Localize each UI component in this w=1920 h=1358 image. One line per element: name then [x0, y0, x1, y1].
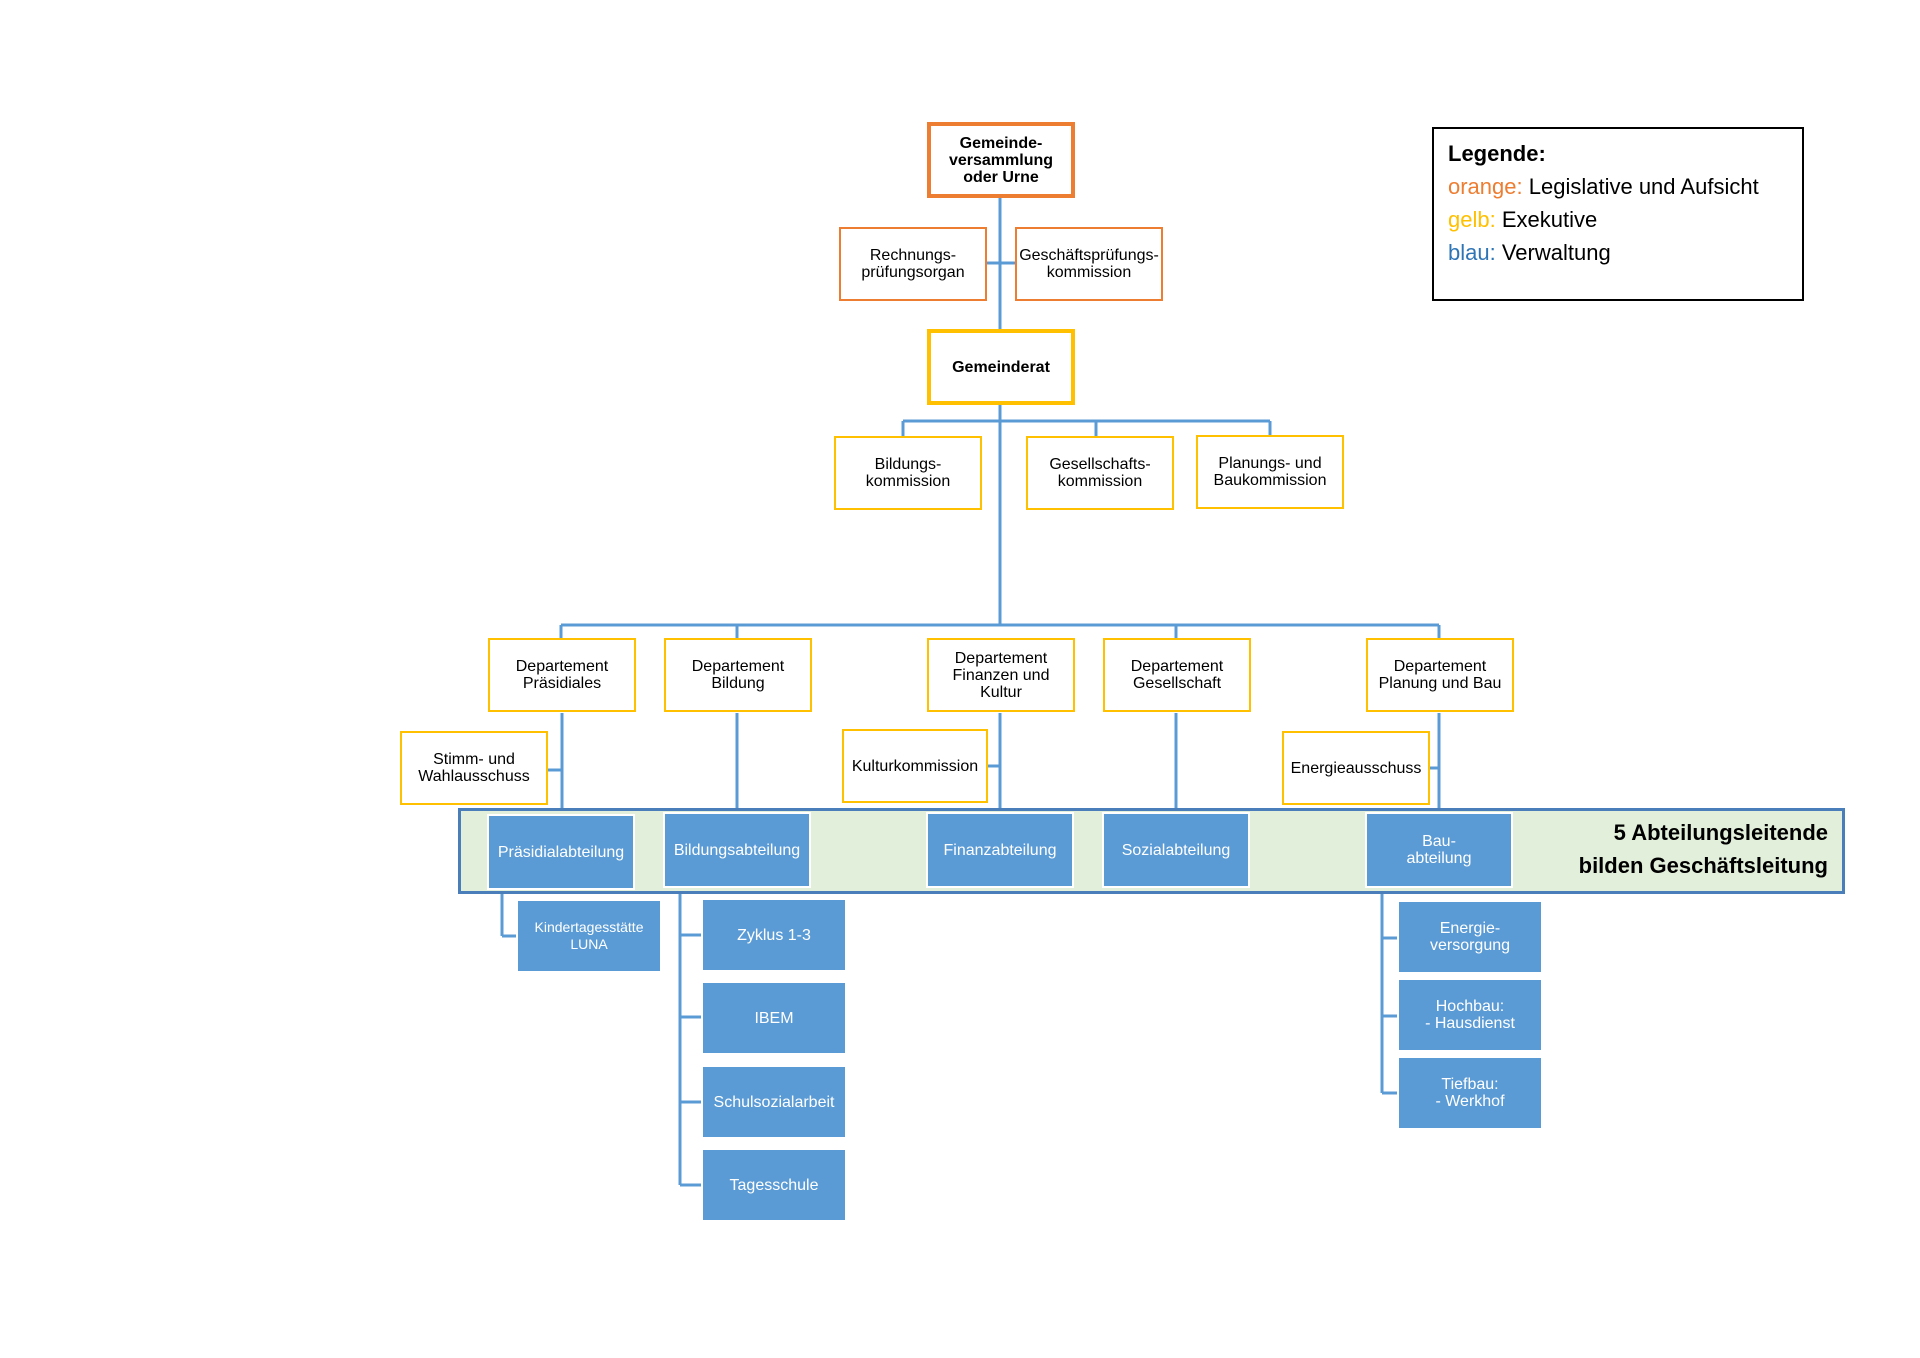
legend-text-yellow: Exekutive: [1501, 207, 1598, 232]
departement-finanzen-und-kultur-box: Departement Finanzen und Kultur: [927, 638, 1075, 712]
sozialabteilung-box: Sozialabteilung: [1102, 812, 1250, 888]
legend-item-yellow: gelb: Exekutive: [1448, 203, 1788, 236]
ibem-box: IBEM: [701, 981, 847, 1055]
bildungskommission-box: Bildungs- kommission: [834, 436, 982, 510]
energieausschuss-box: Energieausschuss: [1282, 731, 1430, 805]
legend-text-orange: Legislative und Aufsicht: [1528, 174, 1759, 199]
departement-bildung-box: Departement Bildung: [664, 638, 812, 712]
zyklus-box: Zyklus 1-3: [701, 898, 847, 972]
legend-item-orange: orange: Legislative und Aufsicht: [1448, 170, 1788, 203]
tagesschule-box: Tagesschule: [701, 1148, 847, 1222]
rechnungspruefungsorgan-box: Rechnungs- prüfungsorgan: [839, 227, 987, 301]
stimm-und-wahlausschuss-box: Stimm- und Wahlausschuss: [400, 731, 548, 805]
tiefbau-box: Tiefbau: - Werkhof: [1397, 1056, 1543, 1130]
schulsozialarbeit-box: Schulsozialarbeit: [701, 1065, 847, 1139]
geschaeftsleitung-label: 5 Abteilungsleitende bilden Geschäftslei…: [1578, 820, 1828, 878]
geschaeftspruefungskommission-box: Geschäftsprüfungs- kommission: [1015, 227, 1163, 301]
planungs-und-baukommission-box: Planungs- und Baukommission: [1196, 435, 1344, 509]
gemeindeversammlung-box: Gemeinde- versammlung oder Urne: [927, 122, 1075, 198]
departement-gesellschaft-box: Departement Gesellschaft: [1103, 638, 1251, 712]
legend: Legende: orange: Legislative und Aufsich…: [1432, 127, 1804, 301]
legend-key-blue: blau:: [1448, 240, 1496, 265]
departement-planung-und-bau-box: Departement Planung und Bau: [1366, 638, 1514, 712]
legend-title: Legende:: [1448, 141, 1546, 166]
gesellschaftskommission-box: Gesellschafts- kommission: [1026, 436, 1174, 510]
bildungsabteilung-box: Bildungsabteilung: [663, 812, 811, 888]
legend-text-blue: Verwaltung: [1501, 240, 1611, 265]
kulturkommission-box: Kulturkommission: [842, 729, 988, 803]
legend-key-orange: orange:: [1448, 174, 1523, 199]
departement-praesidiales-box: Departement Präsidiales: [488, 638, 636, 712]
kindertagesstaette-luna-box: Kindertagesstätte LUNA: [516, 899, 662, 973]
legend-key-yellow: gelb:: [1448, 207, 1496, 232]
hochbau-box: Hochbau: - Hausdienst: [1397, 978, 1543, 1052]
energieversorgung-box: Energie- versorgung: [1397, 900, 1543, 974]
praesidialabteilung-box: Präsidialabteilung: [487, 814, 635, 890]
gemeinderat-box: Gemeinderat: [927, 329, 1075, 405]
legend-item-blue: blau: Verwaltung: [1448, 236, 1788, 269]
finanzabteilung-box: Finanzabteilung: [926, 812, 1074, 888]
bauabteilung-box: Bau- abteilung: [1365, 812, 1513, 888]
